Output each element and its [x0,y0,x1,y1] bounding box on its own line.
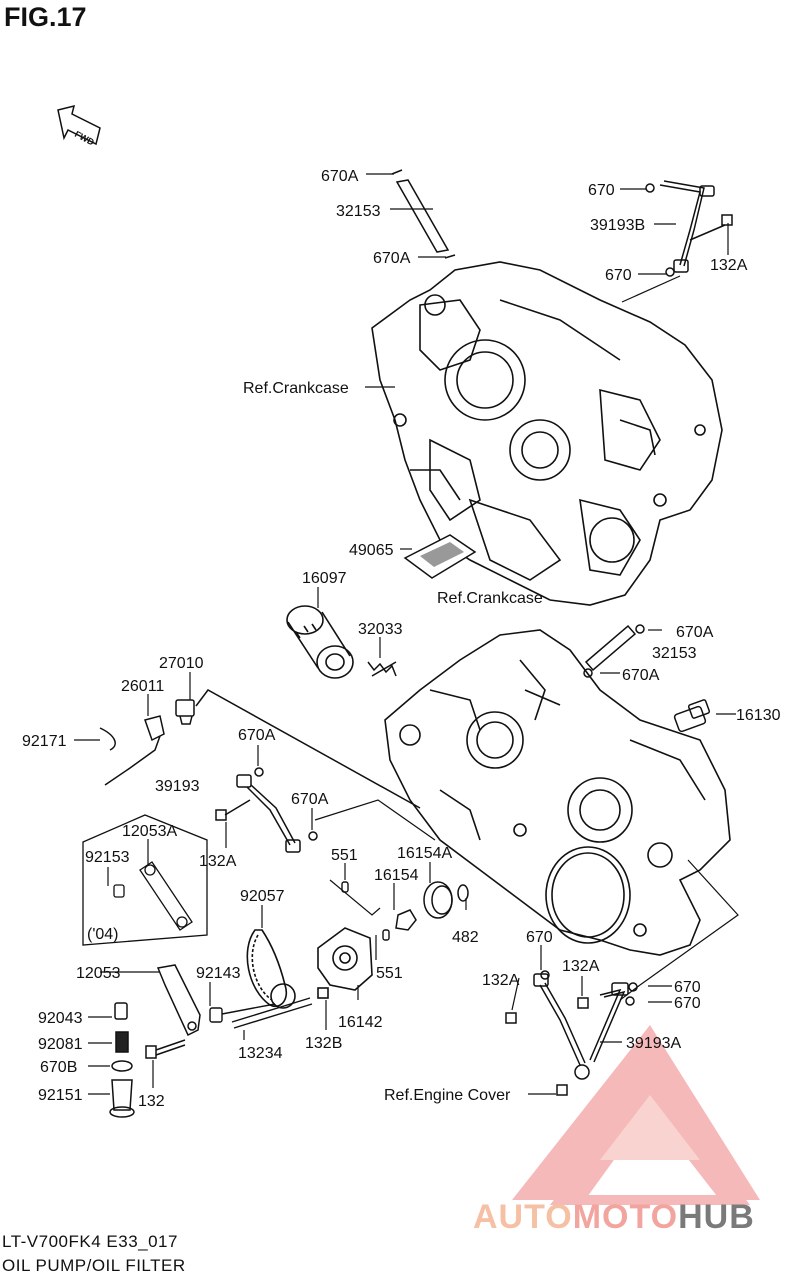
label-670A-4: 670A [622,667,660,684]
label-04: ('04) [87,926,119,943]
lower-crankcase [384,629,731,956]
label-92057: 92057 [240,888,285,905]
footer-section-title: OIL PUMP/OIL FILTER [2,1256,186,1275]
watermark-part-hub: HUB [678,1198,755,1236]
label-132A-3: 132A [482,972,520,989]
washer-482 [457,884,469,902]
pressure-switch-16130 [673,699,711,733]
label-27010: 27010 [159,655,204,672]
figure-title: FIG.17 [4,2,87,32]
label-670A-2: 670A [373,250,411,267]
callout-labels: 670A 32153 670A 670 39193B 132A 670 Ref.… [22,168,781,1110]
label-482: 482 [452,929,479,946]
label-ref-engine-cover: Ref.Engine Cover [384,1087,511,1104]
bolt-132 [145,1039,186,1059]
inset-box-04 [82,814,208,946]
label-39193B: 39193B [590,217,645,234]
label-670-4: 670 [674,979,701,996]
label-670-1: 670 [588,182,615,199]
drive-chain-92057 [246,929,296,1009]
shaft-92143 [209,1003,276,1023]
label-16154A: 16154A [397,845,452,862]
label-670A-1: 670A [321,168,359,185]
label-670-5: 670 [674,995,701,1012]
label-12053A: 12053A [122,823,177,840]
oil-pipe-39193B [645,180,733,277]
rotor-16154 [395,909,417,931]
label-132: 132 [138,1093,165,1110]
label-92143: 92143 [196,965,241,982]
pipe-32153-top [391,169,456,259]
label-16097: 16097 [302,570,347,587]
label-16142: 16142 [338,1014,383,1031]
relief-valve-parts [109,1002,135,1118]
oil-pressure-sensor-27010 [175,689,421,809]
label-92151: 92151 [38,1087,83,1104]
label-670A-3: 670A [676,624,714,641]
label-26011: 26011 [121,678,164,695]
label-92153: 92153 [85,849,130,866]
watermark-part-moto: MOTO [572,1198,679,1236]
label-32153-1: 32153 [336,203,381,220]
watermark-logo [512,1025,760,1205]
oil-pipe-39193A [505,970,638,1096]
label-132A-1: 132A [710,257,748,274]
label-32033: 32033 [358,621,403,638]
upper-crankcase [371,261,723,606]
label-670B: 670B [40,1059,77,1076]
label-670A-5: 670A [238,727,276,744]
watermark-part-auto: AUTO [473,1198,573,1236]
label-670-2: 670 [605,267,632,284]
watermark-text: AUTOMOTOHUB [473,1198,755,1237]
label-132A-4: 132A [562,958,600,975]
label-551-2: 551 [376,965,403,982]
label-13234: 13234 [238,1045,283,1062]
label-670-3: 670 [526,929,553,946]
oil-screen-49065 [403,534,477,579]
label-12053: 12053 [76,965,121,982]
label-92043: 92043 [38,1010,83,1027]
label-670A-6: 670A [291,791,329,808]
shaft-13234 [231,997,313,1029]
oil-filter-16097 [286,605,354,679]
label-ref-crankcase-1: Ref.Crankcase [243,380,349,397]
fwd-arrow-icon: FWD [57,104,101,148]
label-551-1: 551 [331,847,358,864]
wire-lead-26011 [99,715,165,786]
oil-pump-16142 [317,927,373,999]
callout-leaders [74,173,736,1095]
footer-model-code: LT-V700FK4 E33_017 [2,1232,178,1251]
label-16130: 16130 [736,707,781,724]
label-16154: 16154 [374,867,419,884]
label-32153-2: 32153 [652,645,697,662]
leader-lines-right [619,859,739,1001]
label-92171: 92171 [22,733,67,750]
spring-32033 [367,661,397,677]
pins-551 [341,881,390,941]
tensioner-12053 [156,964,201,1037]
label-132B: 132B [305,1035,342,1052]
label-39193A: 39193A [626,1035,681,1052]
rotor-16154A [423,881,453,919]
label-39193: 39193 [155,778,200,795]
label-ref-crankcase-2: Ref.Crankcase [437,590,543,607]
oil-pipe-39193 [215,767,318,853]
label-49065: 49065 [349,542,394,559]
label-92081: 92081 [38,1036,83,1053]
label-132A-2: 132A [199,853,237,870]
pipe-32153-lower [583,624,645,678]
